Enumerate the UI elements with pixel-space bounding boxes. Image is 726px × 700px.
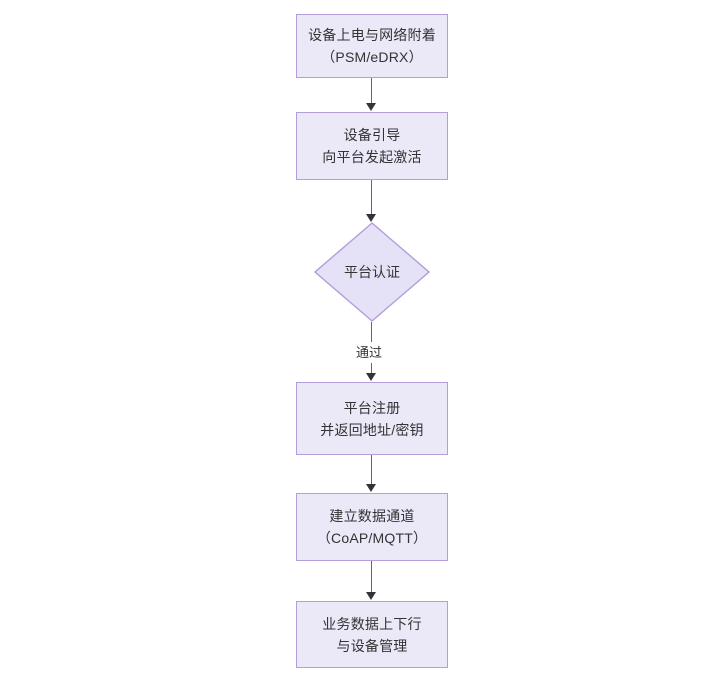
node-label-line2: 向平台发起激活	[322, 149, 422, 165]
flowchart-node-platform-auth[interactable]: 平台认证	[314, 222, 430, 322]
arrowhead-icon	[366, 214, 376, 222]
node-label-line1: 设备上电与网络附着	[308, 27, 436, 43]
flowchart-node-platform-register[interactable]: 平台注册 并返回地址/密钥	[296, 382, 448, 455]
arrowhead-icon	[366, 103, 376, 111]
flowchart-node-bootstrap[interactable]: 设备引导 向平台发起激活	[296, 112, 448, 180]
diamond-shape-icon	[314, 222, 430, 322]
connector-data-channel-to-service-data	[371, 561, 372, 593]
node-label-line2: （CoAP/MQTT）	[316, 530, 428, 546]
flowchart-node-power-on[interactable]: 设备上电与网络附着 （PSM/eDRX）	[296, 14, 448, 78]
node-label-line1: 平台认证	[344, 264, 400, 280]
node-label-line1: 业务数据上下行	[322, 615, 422, 632]
node-label-line1: 平台注册	[343, 399, 401, 416]
node-label-line1: 设备引导	[343, 127, 401, 143]
connector-power-on-to-bootstrap	[371, 78, 372, 104]
edge-label-pass: 通过	[353, 342, 386, 363]
node-label-line1: 建立数据通道	[329, 508, 415, 524]
arrowhead-icon	[366, 592, 376, 600]
connector-bootstrap-to-platform-auth	[371, 180, 372, 214]
flowchart-node-data-channel[interactable]: 建立数据通道 （CoAP/MQTT）	[296, 493, 448, 561]
flowchart-node-service-data[interactable]: 业务数据上下行 与设备管理	[296, 601, 448, 668]
connector-platform-register-to-data-channel	[371, 455, 372, 485]
arrowhead-icon	[366, 484, 376, 492]
node-label-line2: （PSM/eDRX）	[321, 49, 423, 65]
arrowhead-icon	[366, 373, 376, 381]
node-label-line2: 并返回地址/密钥	[320, 421, 424, 438]
node-label-line2: 与设备管理	[336, 637, 408, 654]
